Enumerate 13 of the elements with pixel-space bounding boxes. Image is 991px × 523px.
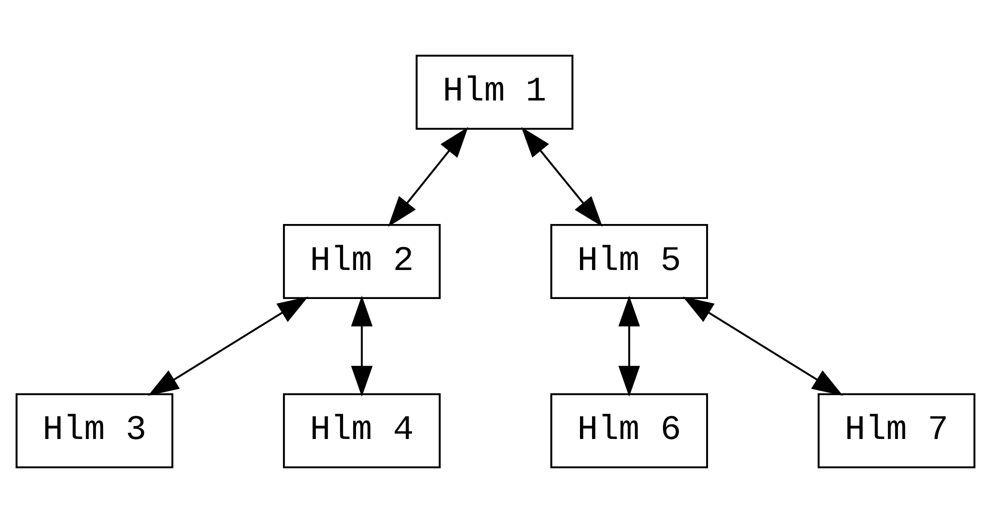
node-box: Hlm 7 <box>818 393 976 468</box>
arrow <box>388 126 468 227</box>
arrow <box>351 296 373 397</box>
node-box: Hlm 5 <box>550 224 708 299</box>
node-box: Hlm 6 <box>550 393 708 468</box>
node-box: Hlm 1 <box>416 54 574 130</box>
node-box: Hlm 3 <box>16 393 174 468</box>
node-box: Hlm 4 <box>282 393 441 468</box>
arrow <box>682 296 844 396</box>
arrow <box>618 296 640 397</box>
node-box: Hlm 2 <box>282 224 441 299</box>
arrow <box>521 126 603 227</box>
arrow <box>148 296 308 396</box>
